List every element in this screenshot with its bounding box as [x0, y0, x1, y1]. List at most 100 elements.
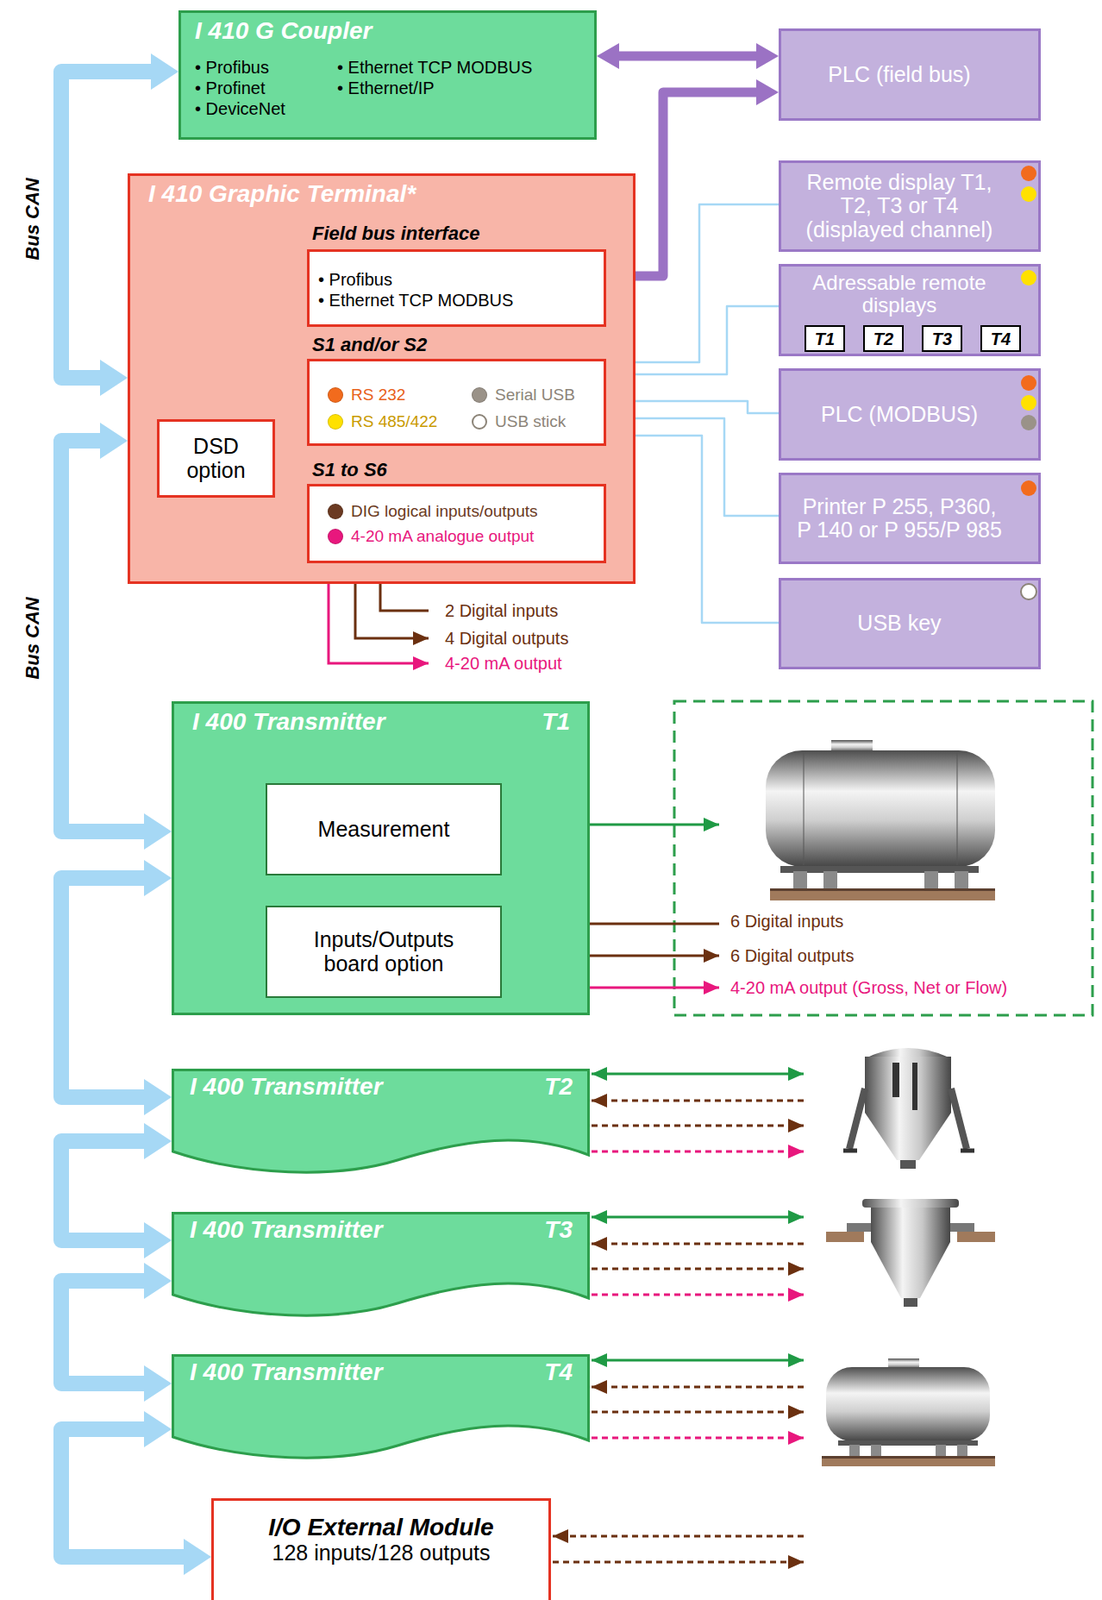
- signal-wire: [591, 1410, 804, 1414]
- heading-text: Field bus interface: [312, 223, 480, 245]
- module-box: Measurement: [265, 782, 502, 876]
- legend-swatch: [471, 387, 488, 403]
- title-text: I 400 Transmitter: [189, 1358, 383, 1386]
- hopper: [843, 1148, 975, 1153]
- cone-hopper: [957, 1231, 996, 1242]
- storage-tank: [821, 1358, 996, 1466]
- cone-hopper: [950, 1222, 975, 1232]
- signal-label: 6 Digital inputs: [730, 910, 844, 932]
- wave-outline: [173, 1070, 589, 1173]
- cone-hopper: [870, 1207, 951, 1242]
- title-text: T2: [544, 1073, 573, 1101]
- signal-wire: [591, 1267, 804, 1271]
- can-bus-arrow: [61, 877, 145, 1097]
- legend-item: RS 232: [327, 384, 406, 406]
- legend-swatch: [471, 413, 488, 430]
- bodytext-text: 128 inputs/128 outputs: [272, 1540, 491, 1566]
- legend-text: 4-20 mA analogue output: [350, 527, 534, 546]
- display-box: Remote display T1, T2, T3 or T4 (display…: [778, 160, 1041, 252]
- weighing-tank: [770, 888, 996, 901]
- weighing-tank: [803, 751, 958, 865]
- box-label: Inputs/Outputs board option: [297, 927, 470, 976]
- legend-swatch: [327, 387, 344, 403]
- storage-tank: [826, 1366, 990, 1441]
- weighing-tank: [954, 870, 969, 889]
- option-box: DSD option: [156, 419, 276, 498]
- signal-wire: [591, 1124, 804, 1128]
- storage-tank: [821, 1455, 996, 1466]
- bus-label: Bus CAN: [22, 177, 44, 260]
- item-text: • Ethernet TCP MODBUS: [318, 290, 514, 310]
- cone-hopper: [826, 1231, 865, 1242]
- cone-hopper: [826, 1198, 996, 1307]
- legend-item: RS 485/422: [327, 411, 438, 433]
- port-dot: [1020, 269, 1037, 286]
- transmitter-box: I 400 TransmitterT3: [171, 1211, 590, 1317]
- title-text: I 400 Transmitter: [189, 1073, 383, 1101]
- title-text: I 400 Transmitter: [192, 708, 386, 736]
- weighing-tank: [823, 870, 838, 889]
- signal-wire: [591, 1358, 804, 1362]
- title-text: I 410 Graphic Terminal*: [148, 181, 416, 208]
- plc-box: PLC (field bus): [778, 28, 1041, 121]
- title-text: I 400 Transmitter: [189, 1216, 383, 1244]
- transmitter-box: I 400 TransmitterT4: [171, 1353, 590, 1459]
- process-region: [674, 701, 1093, 1015]
- legend-text: Serial USB: [494, 386, 576, 405]
- item-text: • Profinet: [194, 78, 265, 98]
- signal-label: 2 Digital inputs: [444, 600, 558, 621]
- weighing-tank: [793, 870, 808, 889]
- channel-box: T2: [863, 325, 904, 352]
- hopper: [892, 1062, 900, 1097]
- item-text: • Ethernet TCP MODBUS: [337, 57, 533, 77]
- box-label: T1: [814, 329, 835, 349]
- box-label: Adressable remote displays: [795, 271, 1003, 318]
- signal-wire: [552, 1560, 804, 1564]
- legend-item: Serial USB: [471, 384, 576, 406]
- cone-hopper: [870, 1241, 951, 1298]
- port-dot: [1020, 480, 1037, 496]
- signal-wire: [591, 1072, 804, 1076]
- legend-text: RS 232: [350, 386, 406, 405]
- heading-text: S1 and/or S2: [312, 334, 427, 356]
- signal-wire: [552, 1534, 804, 1538]
- box-label: PLC (MODBUS): [820, 402, 978, 427]
- signal-wire: [591, 1150, 804, 1153]
- title-text: I 410 G Coupler: [194, 18, 372, 45]
- port-box: DIG logical inputs/outputs 4-20 mA analog…: [306, 459, 607, 564]
- heading-text: S1 to S6: [312, 459, 388, 481]
- connector-group: [61, 56, 779, 1557]
- hopper: [912, 1062, 918, 1110]
- title-text: I/O External Module: [268, 1514, 494, 1541]
- hopper: [869, 1047, 947, 1057]
- port-dot: [1020, 165, 1037, 182]
- bus-label: Bus CAN: [22, 596, 44, 679]
- box-label: T2: [873, 329, 894, 349]
- display-box: Adressable remote displaysT1T2T3T4: [778, 263, 1041, 357]
- port-dot: [1020, 165, 1037, 600]
- storage-tank: [849, 1444, 860, 1456]
- weighing-tank: [924, 870, 939, 889]
- transmitter-box: I 400 Transmitter T1MeasurementInputs/Out…: [171, 701, 590, 1015]
- weighing-tank: [831, 739, 873, 752]
- item-text: • Ethernet/IP: [337, 78, 435, 98]
- port-frame: • Profibus• Ethernet TCP MODBUS: [306, 249, 607, 327]
- printer-box: Printer P 255, P360, P 140 or P 955/P 98…: [778, 472, 1041, 564]
- fieldbus-arrow: [619, 51, 757, 62]
- storage-tank: [870, 1444, 882, 1456]
- box-label: DSD option: [169, 434, 264, 483]
- signal-label: 6 Digital outputs: [730, 945, 854, 966]
- legend-text: RS 485/422: [350, 413, 438, 432]
- cone-hopper: [862, 1198, 959, 1208]
- storage-tank: [935, 1444, 946, 1456]
- item-text: • Profibus: [194, 57, 270, 77]
- port-box: RS 232 RS 485/422 Serial USB USB stick S1 an…: [306, 334, 607, 446]
- signal-wire: [591, 1215, 804, 1219]
- interface-box: • Profibus• Ethernet TCP MODBUS Field bus…: [306, 223, 607, 327]
- legend-item: USB stick: [471, 411, 566, 433]
- box-label: T4: [990, 329, 1011, 349]
- legend-item: DIG logical inputs/outputs: [327, 500, 539, 522]
- title-text: T1: [541, 708, 570, 736]
